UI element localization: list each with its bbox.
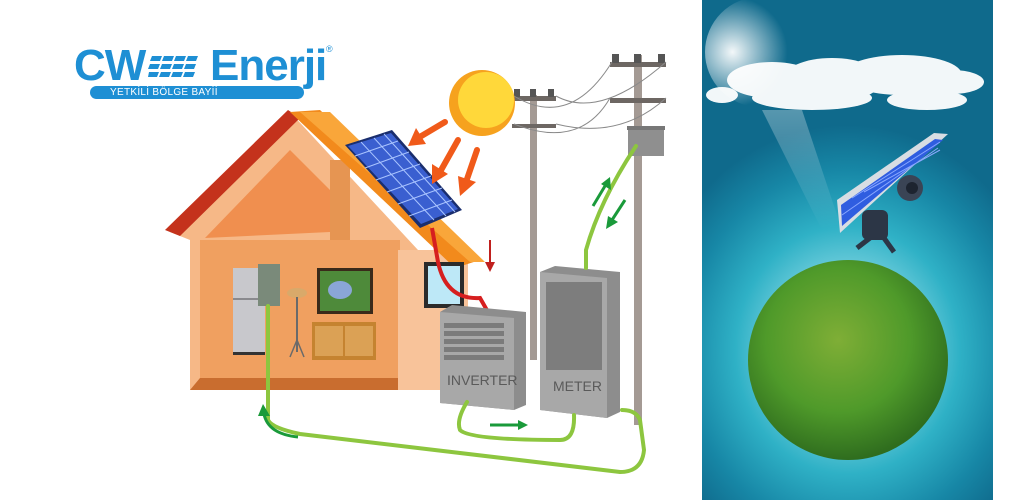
arrow-down-icon [606,216,618,229]
solar-panel-logo-icon [148,56,198,77]
logo-text-cw: CW [74,41,146,90]
ac-cables [266,144,647,475]
solar-system-diagram: INVERTER METER [165,54,667,475]
sunlight-arrows [408,119,480,196]
logo-tagline-bar: YETKİLİ BÖLGE BAYİİ [90,86,304,99]
robot [855,175,923,254]
utility-pole-left [512,89,556,360]
cloud-icon [706,55,984,110]
solar-panel [345,130,462,228]
grass-globe [748,260,948,460]
breaker-box [258,264,280,306]
down-arrow-icon [485,240,495,272]
hero-photo [702,0,993,500]
logo-text-enerji: Enerji [210,41,327,90]
meter: METER [540,266,620,418]
registered-mark: ® [326,44,333,54]
flow-arrows [258,177,627,439]
inverter-label: INVERTER [447,372,518,388]
logo-tagline: YETKİLİ BÖLGE BAYİİ [110,87,218,98]
arrow-up-icon [601,177,611,190]
arrow-up-curved-icon [258,404,270,416]
sun-icon [449,70,515,136]
meter-label: METER [553,378,602,394]
brand-logo: CW Enerji ® YETKİLİ BÖLGE BAYİİ [72,44,342,104]
dc-cable [430,227,490,313]
arrow-right-icon [518,420,528,430]
tv [317,268,373,314]
robot-solar-panel [837,133,948,233]
floor-lamp [287,288,307,358]
cabinet [312,322,376,360]
inverter: INVERTER [440,305,526,410]
robot-globe-illustration [705,0,984,460]
